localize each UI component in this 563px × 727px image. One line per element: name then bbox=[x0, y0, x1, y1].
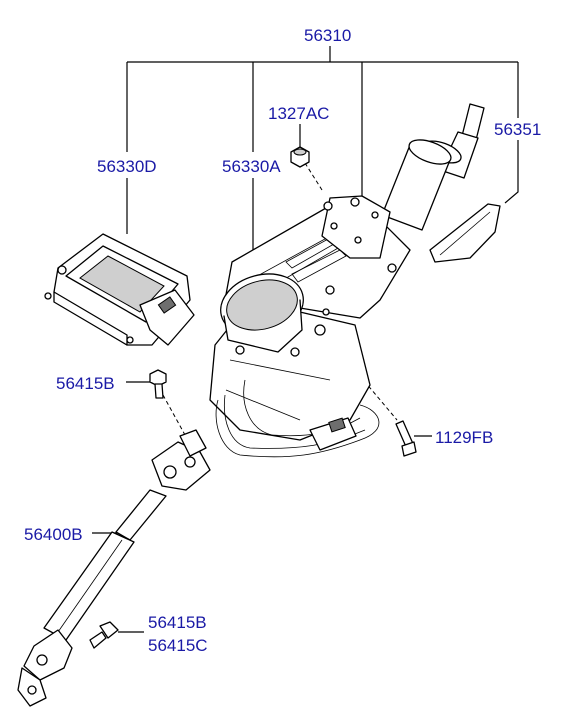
nut-1327AC bbox=[290, 146, 310, 168]
label-56310[interactable]: 56310 bbox=[304, 26, 351, 45]
bolt-56415B-56415C-bottom bbox=[89, 621, 119, 649]
label-1129FB[interactable]: 1129FB bbox=[435, 428, 493, 447]
label-56415B-top[interactable]: 56415B bbox=[56, 374, 115, 393]
label-1327AC[interactable]: 1327AC bbox=[268, 104, 329, 123]
label-56415C[interactable]: 56415C bbox=[148, 636, 208, 655]
bolt-1129FB bbox=[395, 420, 417, 457]
ecu-module-56330D bbox=[44, 233, 195, 346]
intermediate-shaft-56400B bbox=[17, 429, 211, 707]
label-56330D[interactable]: 56330D bbox=[97, 157, 157, 176]
bolt-56415B-top bbox=[149, 369, 167, 399]
label-56415B-bottom[interactable]: 56415B bbox=[148, 613, 207, 632]
column-housing-56310 bbox=[209, 103, 501, 458]
label-56330A[interactable]: 56330A bbox=[222, 157, 281, 176]
label-56351[interactable]: 56351 bbox=[494, 120, 541, 139]
label-56400B[interactable]: 56400B bbox=[24, 525, 83, 544]
